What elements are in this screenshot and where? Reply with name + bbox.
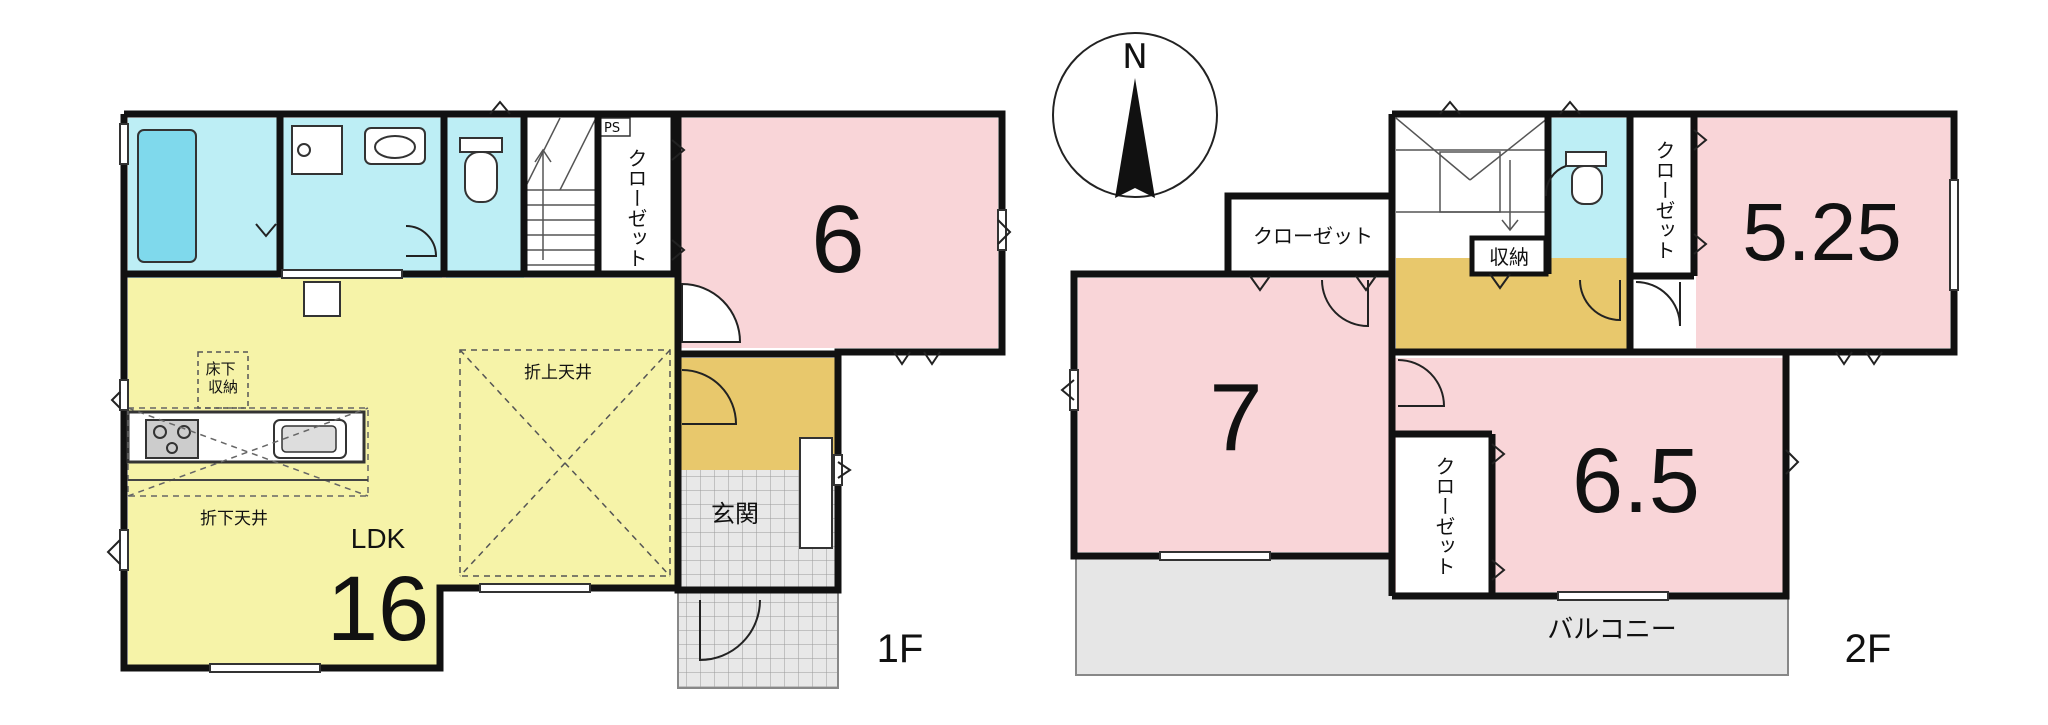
- entrance-label: 玄関: [711, 500, 759, 528]
- room-5-25-size: 5.25: [1742, 187, 1902, 278]
- closet-2f-top-label: クローゼット: [1253, 224, 1373, 248]
- north-label: N: [1122, 37, 1147, 77]
- underfloor-storage-line1: 床下: [206, 360, 236, 378]
- floor-1: PS クローゼット 6 床下 収納 折上天井 折下天井 LDK 16 玄関 1F: [106, 100, 1012, 689]
- ceiling-down-label: 折下天井: [200, 509, 268, 529]
- room-6-5-size: 6.5: [1572, 430, 1700, 532]
- floor-2: クローゼット 収納 クローゼット クローゼット 7 5.25 6.5 バルコニー…: [1060, 100, 1959, 676]
- closet-1f-label: クローゼット: [624, 148, 648, 268]
- ldk-label: LDK: [351, 523, 406, 554]
- closet-2f-right-label: クローゼット: [1652, 140, 1676, 260]
- balcony-label: バルコニー: [1547, 615, 1676, 645]
- bedroom-1f-size: 6: [811, 186, 864, 293]
- underfloor-storage-label: 床下 収納: [206, 360, 241, 396]
- floor-2-label: 2F: [1845, 627, 1892, 671]
- floor-1-label: 1F: [877, 627, 924, 671]
- room-7-size: 7: [1209, 364, 1262, 471]
- ceiling-up-label: 折上天井: [524, 363, 592, 383]
- underfloor-storage-line2: 収納: [208, 378, 238, 396]
- compass: N: [1052, 32, 1218, 198]
- closet-2f-mid-label: クローゼット: [1432, 456, 1456, 576]
- north-arrow-icon: [1115, 78, 1155, 198]
- ps-label: PS: [604, 121, 620, 136]
- ldk-size: 16: [327, 558, 429, 660]
- storage-label: 収納: [1489, 245, 1529, 269]
